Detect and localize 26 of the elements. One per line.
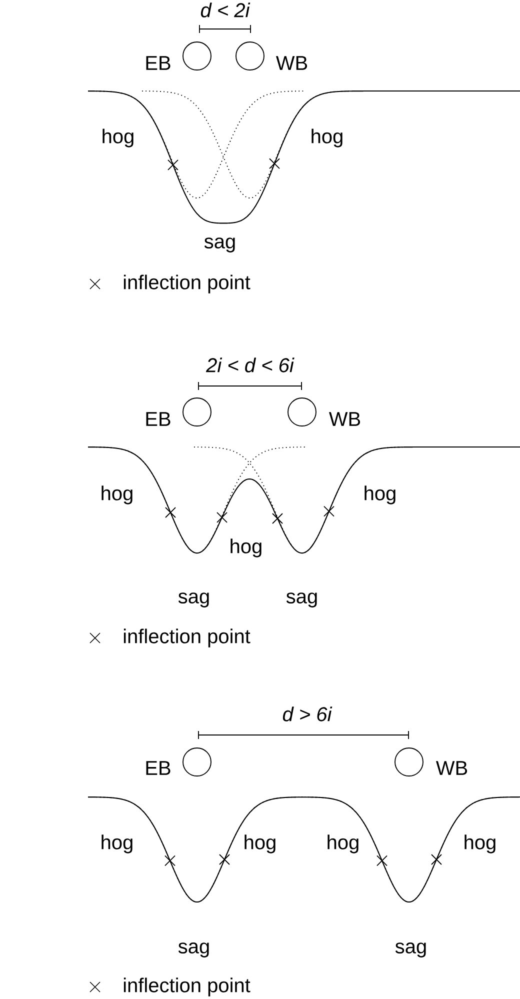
zone-label: hog xyxy=(244,834,276,854)
zone-label: sag xyxy=(395,942,426,958)
zone-label: hog xyxy=(328,834,358,854)
zone-label: hog xyxy=(102,486,132,504)
dimension-label: 2i < d < 6i xyxy=(206,358,294,372)
legend-label: inflection point xyxy=(124,628,250,648)
zone-label: sag xyxy=(178,592,209,608)
zone-label: hog xyxy=(364,486,396,504)
tunnel-label: EB xyxy=(146,761,170,775)
legend-label: inflection point xyxy=(124,274,250,294)
tunnel-label: WB xyxy=(328,412,360,426)
zone-label: sag xyxy=(178,942,209,958)
zone-label: hog xyxy=(312,128,342,148)
tunnel-label: WB xyxy=(436,761,468,775)
zone-label: hog xyxy=(102,128,134,148)
zone-label: sag xyxy=(286,592,317,608)
dimension-label: d < 2i xyxy=(200,2,250,18)
zone-label: hog xyxy=(464,834,496,854)
zone-label: sag xyxy=(204,238,235,252)
legend-label: inflection point xyxy=(124,978,250,996)
zone-label: hog xyxy=(102,834,132,854)
tunnel-label: EB xyxy=(146,412,170,426)
dimension-label: d > 6i xyxy=(282,706,332,722)
zone-label: hog xyxy=(230,538,262,558)
tunnel-label: EB xyxy=(146,56,170,70)
tunnel-label: WB xyxy=(276,56,308,70)
